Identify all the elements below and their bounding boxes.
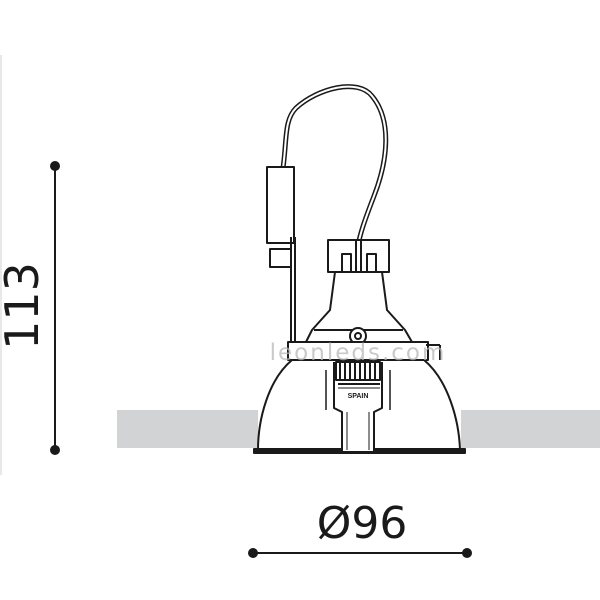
spring-clip bbox=[325, 361, 391, 453]
clip-stamp: SPAIN bbox=[348, 393, 369, 400]
heat-sink-body bbox=[305, 271, 413, 343]
diameter-label: Ø96 bbox=[317, 498, 408, 549]
diameter-dimension: Ø96 bbox=[248, 498, 472, 558]
ceiling-right bbox=[461, 410, 600, 448]
connector-cap bbox=[327, 239, 390, 273]
ceiling-left bbox=[117, 410, 258, 448]
reflector bbox=[257, 359, 461, 451]
height-label: 113 bbox=[0, 262, 49, 350]
dimension-endpoint-right bbox=[462, 548, 472, 558]
driver-clip bbox=[269, 248, 292, 268]
dimension-endpoint-left bbox=[248, 548, 258, 558]
page-edge-line bbox=[0, 55, 2, 475]
downlight-fixture: SPAIN bbox=[253, 84, 466, 454]
driver-box bbox=[266, 166, 295, 244]
height-dimension: 113 bbox=[0, 161, 60, 455]
dimension-endpoint-bottom bbox=[50, 445, 60, 455]
power-cable bbox=[280, 84, 389, 247]
dimension-endpoint-top bbox=[50, 161, 60, 171]
watermark: leonleds.com bbox=[270, 340, 447, 366]
